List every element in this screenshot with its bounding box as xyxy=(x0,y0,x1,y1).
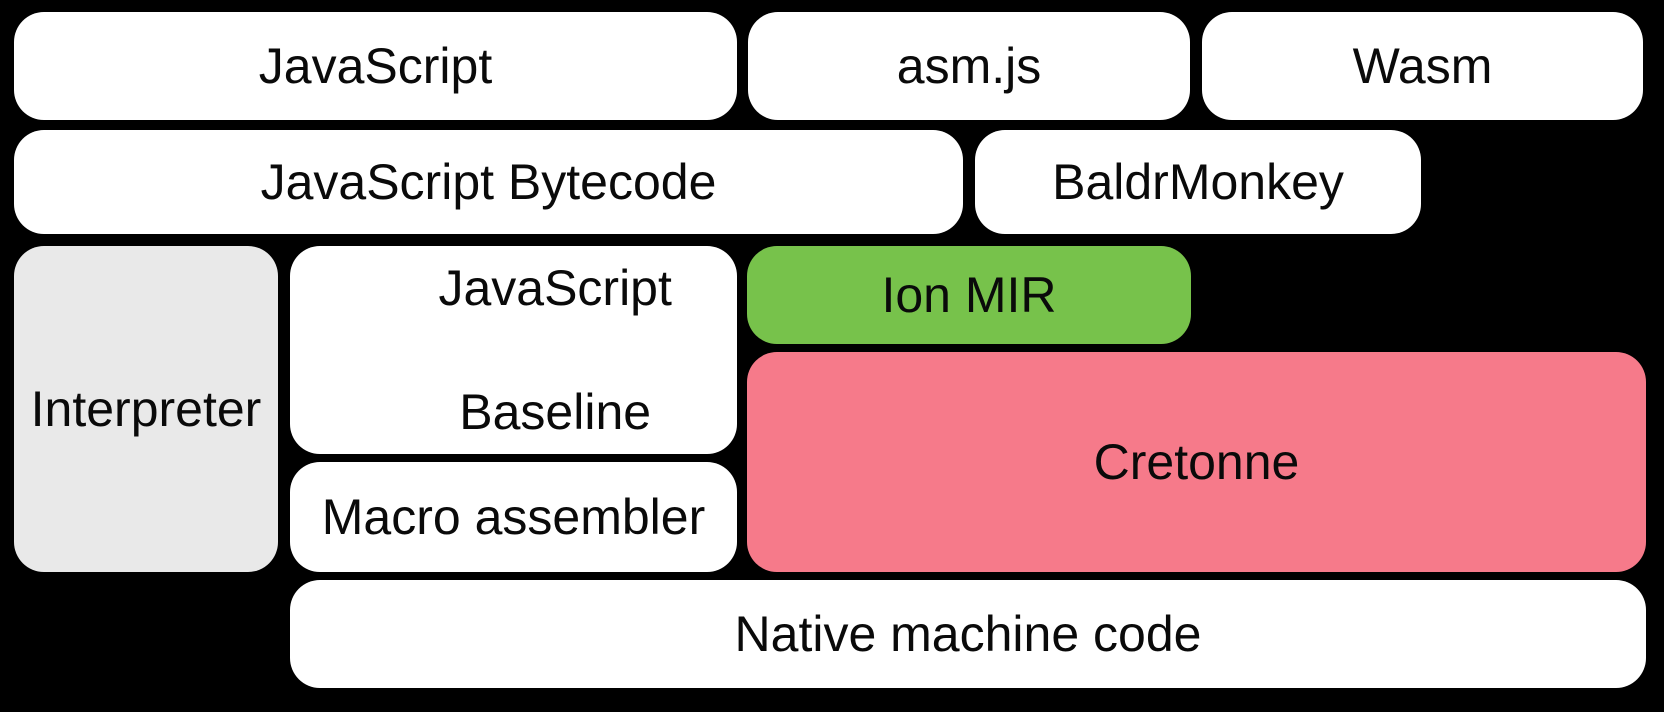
box-native-machine-code: Native machine code xyxy=(290,580,1646,688)
box-baldrmonkey: BaldrMonkey xyxy=(975,130,1421,234)
box-javascript-label: JavaScript xyxy=(258,38,493,94)
box-ion-mir: Ion MIR xyxy=(747,246,1191,344)
box-cretonne: Cretonne xyxy=(747,352,1646,572)
box-interpreter: Interpreter xyxy=(14,246,278,572)
box-wasm: Wasm xyxy=(1202,12,1643,120)
box-macro-assembler: Macro assembler xyxy=(290,462,737,572)
baseline-line-1: JavaScript xyxy=(438,260,672,316)
box-cretonne-label: Cretonne xyxy=(1093,434,1300,490)
box-javascript: JavaScript xyxy=(14,12,737,120)
box-baldrmonkey-label: BaldrMonkey xyxy=(1052,154,1344,210)
box-interpreter-label: Interpreter xyxy=(30,381,262,437)
box-native-machine-code-label: Native machine code xyxy=(734,606,1202,662)
box-wasm-label: Wasm xyxy=(1352,38,1493,94)
box-javascript-baseline-label: JavaScript Baseline xyxy=(355,195,672,505)
box-javascript-bytecode: JavaScript Bytecode xyxy=(14,130,963,234)
box-asmjs: asm.js xyxy=(748,12,1190,120)
box-javascript-baseline: JavaScript Baseline xyxy=(290,246,737,454)
box-ion-mir-label: Ion MIR xyxy=(881,267,1057,323)
box-macro-assembler-label: Macro assembler xyxy=(321,489,706,545)
baseline-line-2: Baseline xyxy=(459,384,652,440)
box-asmjs-label: asm.js xyxy=(896,38,1042,94)
box-javascript-bytecode-label: JavaScript Bytecode xyxy=(260,154,717,210)
